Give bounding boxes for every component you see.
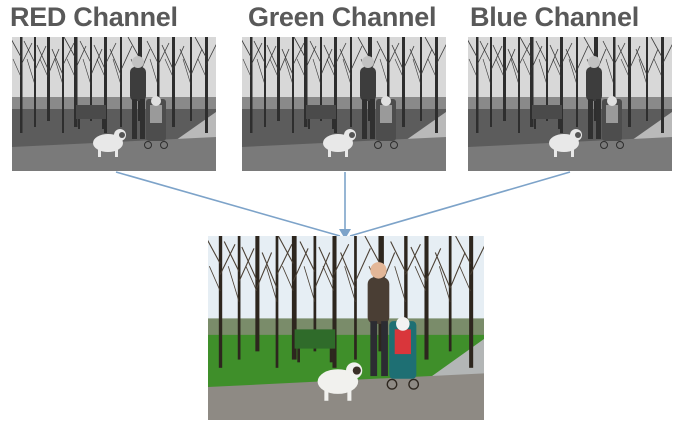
- arrow-head: [339, 229, 351, 239]
- color-scene: [208, 236, 484, 420]
- blue-channel-scene: [468, 37, 672, 171]
- green-channel-title: Green Channel: [248, 2, 437, 32]
- combined-color-image: [208, 236, 484, 420]
- red-channel-scene: [12, 37, 216, 171]
- arrow-from-blue: [349, 171, 571, 237]
- blue-channel-title: Blue Channel: [470, 2, 639, 32]
- red-channel-image: [12, 37, 216, 171]
- arrow-from-red: [115, 171, 341, 237]
- green-channel-image: [242, 37, 446, 171]
- blue-channel-image: [468, 37, 672, 171]
- green-channel-scene: [242, 37, 446, 171]
- red-channel-title: RED Channel: [10, 2, 178, 32]
